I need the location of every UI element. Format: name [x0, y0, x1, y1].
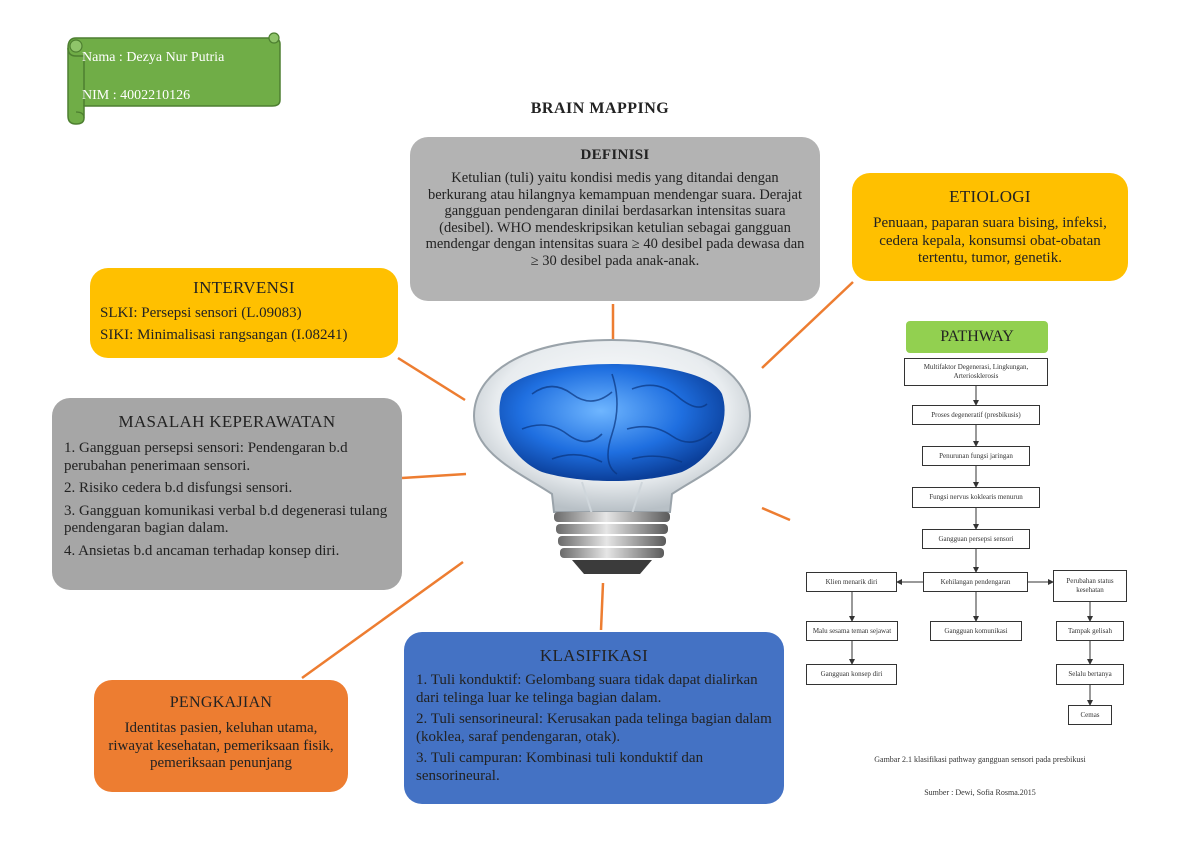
pathway-node-klien-menarik: Klien menarik diri	[806, 572, 897, 592]
pathway-node-penurunan: Penurunan fungsi jaringan	[922, 446, 1030, 466]
student-info: Nama : Dezya Nur Putria NIM : 4002210126	[82, 44, 282, 120]
pathway-node-multifaktor: Multifaktor Degenerasi, Lingkungan, Arte…	[904, 358, 1048, 386]
klasifikasi-box: KLASIFIKASI 1. Tuli konduktif: Gelombang…	[404, 632, 784, 804]
student-nim: NIM : 4002210126	[82, 88, 191, 103]
pathway-node-malu: Malu sesama teman sejawat	[806, 621, 898, 641]
pathway-node-kehilangan: Kehilangan pendengaran	[923, 572, 1028, 592]
connector-etiologi	[761, 281, 854, 369]
connector-pathway	[761, 506, 791, 522]
intervensi-siki: SIKI: Minimalisasi rangsangan (I.08241)	[100, 327, 348, 343]
etiologi-box: ETIOLOGI Penuaan, paparan suara bising, …	[852, 173, 1128, 281]
connector-pengkajian	[301, 560, 464, 680]
pathway-node-tampak-gelisah: Tampak gelisah	[1056, 621, 1124, 641]
pengkajian-box: PENGKAJIAN Identitas pasien, keluhan uta…	[94, 680, 348, 792]
brain-lightbulb-icon	[472, 338, 752, 574]
pengkajian-heading: PENGKAJIAN	[169, 694, 273, 711]
pathway-caption: Gambar 2.1 klasifikasi pathway gangguan …	[874, 755, 1086, 764]
klasifikasi-heading: KLASIFIKASI	[539, 646, 649, 665]
intervensi-box: INTERVENSI SLKI: Persepsi sensori (L.090…	[90, 268, 398, 358]
etiologi-heading: ETIOLOGI	[949, 187, 1031, 206]
klasifikasi-item: 3. Tuli campuran: Kombinasi tuli kondukt…	[416, 750, 704, 784]
etiologi-text: Penuaan, paparan suara bising, infeksi, …	[873, 215, 1107, 266]
pathway-node-konsep-diri: Gangguan konsep diri	[806, 664, 897, 685]
pathway-heading: PATHWAY	[906, 321, 1048, 353]
masalah-heading: MASALAH KEPERAWATAN	[118, 412, 336, 431]
pathway-node-cemas: Cemas	[1068, 705, 1112, 725]
pathway-node-degeneratif: Proses degeneratif (presbikusis)	[912, 405, 1040, 425]
connector-klasifikasi	[599, 582, 605, 631]
pathway-source: Sumber : Dewi, Sofia Rosma.2015	[924, 788, 1036, 797]
student-name: Nama : Dezya Nur Putria	[82, 50, 225, 65]
klasifikasi-item: 1. Tuli konduktif: Gelombang suara tidak…	[416, 672, 758, 706]
name-scroll-banner	[67, 32, 281, 125]
pathway-node-komunikasi: Gangguan komunikasi	[930, 621, 1022, 641]
pathway-node-fungsi-nervus: Fungsi nervus koklearis menurun	[912, 487, 1040, 508]
masalah-item: 2. Risiko cedera b.d disfungsi sensori.	[64, 480, 293, 496]
definisi-heading: DEFINISI	[580, 147, 650, 163]
definisi-text: Ketulian (tuli) yaitu kondisi medis yang…	[425, 170, 805, 269]
definisi-box: DEFINISI Ketulian (tuli) yaitu kondisi m…	[410, 137, 820, 301]
masalah-item: 1. Gangguan persepsi sensori: Pendengara…	[64, 440, 348, 474]
pengkajian-text: Identitas pasien, keluhan utama, riwayat…	[108, 720, 334, 771]
intervensi-slki: SLKI: Persepsi sensori (L.09083)	[100, 305, 302, 321]
pathway-node-gangguan-persepsi: Gangguan persepsi sensori	[922, 529, 1030, 549]
page-title: BRAIN MAPPING	[530, 100, 670, 117]
connector-masalah	[401, 472, 467, 480]
connector-intervensi	[397, 356, 466, 402]
pathway-node-perubahan-status: Perubahan status kesehatan	[1053, 570, 1127, 602]
klasifikasi-item: 2. Tuli sensorineural: Kerusakan pada te…	[416, 711, 772, 745]
pathway-node-selalu-bertanya: Selalu bertanya	[1056, 664, 1124, 685]
intervensi-heading: INTERVENSI	[193, 278, 295, 297]
masalah-item: 4. Ansietas b.d ancaman terhadap konsep …	[64, 542, 340, 559]
masalah-keperawatan-box: MASALAH KEPERAWATAN 1. Gangguan persepsi…	[52, 398, 402, 590]
masalah-item: 3. Gangguan komunikasi verbal b.d degene…	[64, 502, 388, 537]
